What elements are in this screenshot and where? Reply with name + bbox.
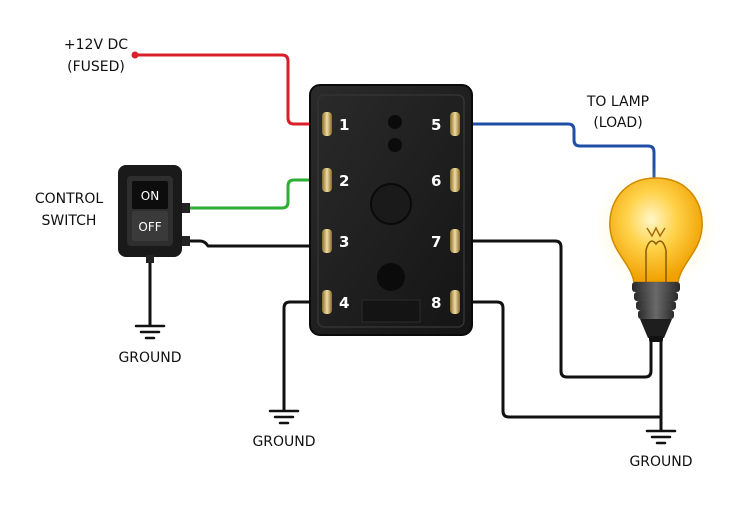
switch-on-rocker xyxy=(132,181,168,209)
relay-pin-8 xyxy=(450,290,460,314)
ground-label-switch: GROUND xyxy=(118,350,181,366)
ground-label-relay: GROUND xyxy=(252,434,315,450)
switch-off-label: OFF xyxy=(138,220,161,234)
switch-terminal-bottom xyxy=(182,236,190,246)
switch-terminal-ground xyxy=(146,255,154,263)
relay-pin-4 xyxy=(322,290,332,314)
supply-label-line2: (FUSED) xyxy=(67,59,125,75)
control-switch: ON OFF xyxy=(118,165,190,263)
switch-off-rocker xyxy=(132,211,168,241)
pin-number-3: 3 xyxy=(339,233,349,251)
relay-pins: 1 2 3 4 5 6 7 8 xyxy=(322,112,460,314)
relay-pin-7 xyxy=(450,229,460,253)
lamp-bulb-icon xyxy=(594,166,718,342)
ground-label-lamp: GROUND xyxy=(629,454,692,470)
relay-lower-socket xyxy=(377,263,405,291)
lamp-label-line1: TO LAMP xyxy=(586,94,649,110)
switch-label-line2: SWITCH xyxy=(42,213,97,229)
pin-number-6: 6 xyxy=(431,172,441,190)
lamp-label-line2: (LOAD) xyxy=(593,115,642,131)
pin-number-8: 8 xyxy=(431,294,441,312)
ground-symbol-switch xyxy=(134,324,166,340)
power-wire xyxy=(133,53,328,126)
switch-terminal-top xyxy=(182,203,190,213)
pin-number-7: 7 xyxy=(431,233,441,251)
relay-pin-2 xyxy=(322,168,332,192)
ground-symbol-lamp xyxy=(645,429,677,445)
relay-hole-second xyxy=(388,138,402,152)
pin-number-4: 4 xyxy=(339,294,349,312)
pin8-ground-wire xyxy=(454,300,661,419)
switch-on-label: ON xyxy=(141,189,159,203)
pin4-ground-wire xyxy=(282,300,328,412)
relay-hole-top xyxy=(388,115,402,129)
switch-return-wire xyxy=(186,239,328,248)
pin-number-2: 2 xyxy=(339,172,349,190)
supply-label-line1: +12V DC xyxy=(64,37,128,53)
load-wire xyxy=(454,122,656,180)
relay-pin-6 xyxy=(450,168,460,192)
control-wire xyxy=(186,178,328,210)
ground-symbol-relay xyxy=(268,409,300,425)
relay-center-socket xyxy=(370,183,412,225)
pin-number-5: 5 xyxy=(431,116,441,134)
relay-block xyxy=(309,84,473,336)
relay-pin-5 xyxy=(450,112,460,136)
switch-label-line1: CONTROL xyxy=(35,191,104,207)
pin7-lamp-wire xyxy=(454,239,653,379)
pin-number-1: 1 xyxy=(339,116,349,134)
relay-bottom-slot xyxy=(361,299,421,323)
relay-pin-3 xyxy=(322,229,332,253)
relay-pin-1 xyxy=(322,112,332,136)
